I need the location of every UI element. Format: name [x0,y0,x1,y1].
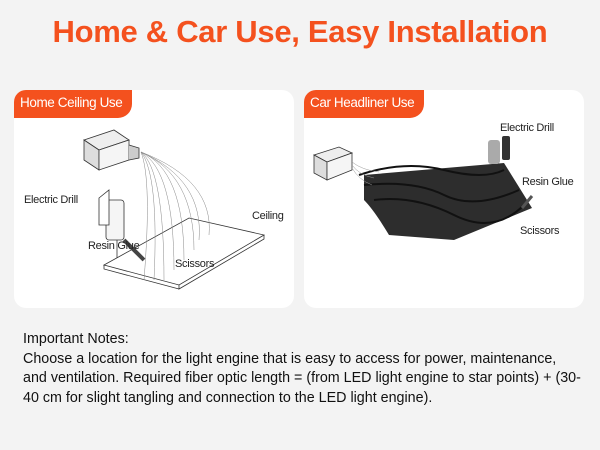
page-title: Home & Car Use, Easy Installation [52,14,548,49]
notes-heading: Important Notes: [23,331,129,347]
resin-glue-label: Resin Glue [522,176,574,188]
resin-glue-label: Resin Glue [88,240,140,252]
car-headliner-illustration [312,136,534,240]
electric-drill-label: Electric Drill [24,194,78,206]
notes-body: Choose a location for the light engine t… [23,350,581,406]
car-headliner-tab: Car Headliner Use [304,90,425,118]
home-ceiling-tab: Home Ceiling Use [14,90,133,118]
car-headliner-panel: Car Headliner Use Electric Drill Resin G… [304,90,584,308]
scissors-label: Scissors [520,225,560,237]
home-ceiling-panel: Home Ceiling Use Electric Drill Ceiling … [14,90,294,308]
ceiling-label: Ceiling [252,210,284,222]
scissors-label: Scissors [175,258,215,270]
home-ceiling-illustration [83,129,266,290]
electric-drill-label: Electric Drill [500,122,554,134]
important-notes: Important Notes: Choose a location for t… [23,330,583,408]
